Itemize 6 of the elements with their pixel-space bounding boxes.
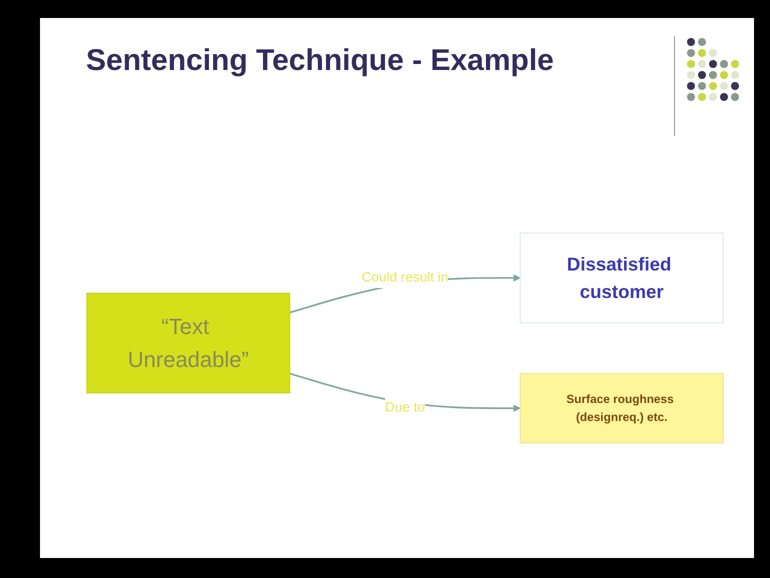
slide-title: Sentencing Technique - Example xyxy=(86,43,555,79)
node-box: Surface roughness (designreq.) etc. xyxy=(520,373,724,444)
edge-label: Could result in xyxy=(362,270,448,285)
node-box: “Text Unreadable” xyxy=(86,292,290,394)
edge-label: Due to xyxy=(385,400,425,415)
node-box: Dissatisfied customer xyxy=(520,232,724,324)
